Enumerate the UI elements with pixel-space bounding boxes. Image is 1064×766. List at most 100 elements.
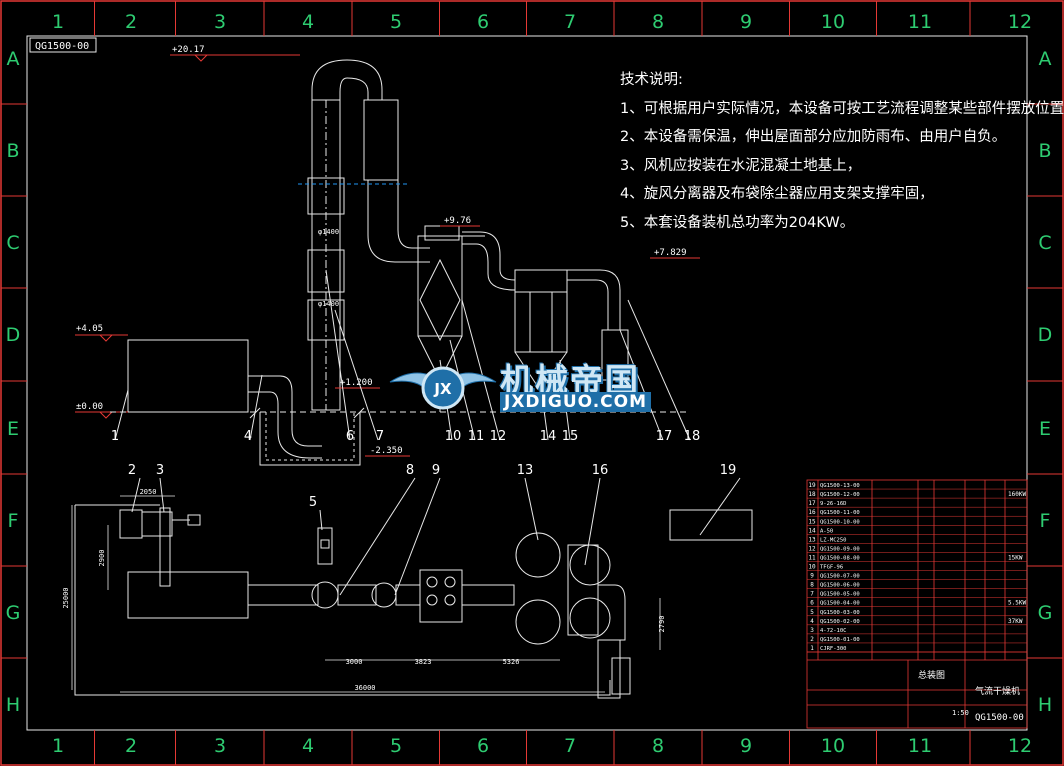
note-item: 5、本套设备装机总功率为204KW。 [620, 214, 855, 231]
bom-number: 7 [810, 591, 814, 598]
bom-table [806, 479, 1028, 729]
column-label-bottom: 10 [821, 735, 845, 757]
elevation-mark: +1.200 [340, 378, 373, 388]
bom-number: 11 [808, 554, 816, 561]
row-label-right: E [1039, 418, 1051, 440]
title-block: 总装图 气流干燥机 QG1500-00 1:50 [918, 669, 1024, 723]
bom-number: 16 [808, 509, 816, 516]
elevation-mark: ±0.00 [76, 402, 103, 412]
row-label-right: B [1038, 140, 1051, 162]
part-number: 12 [490, 429, 507, 444]
elevation-view [75, 54, 700, 466]
bom-number: 5 [810, 609, 814, 616]
elevation-mark: +7.829 [654, 248, 687, 258]
watermark-logo-text: JX [433, 380, 452, 398]
watermark: JX 机械帝国 JXDIGUO.COM [388, 352, 688, 420]
title-header: 总装图 [918, 669, 945, 681]
elevation-marks: +20.17+9.76+7.829+4.05+1.200±0.00-2.350 [76, 45, 687, 456]
row-label-left: A [7, 48, 20, 70]
dimension-value: 36000 [354, 684, 375, 692]
title-scale: 1:50 [952, 709, 969, 717]
bom-number: 3 [810, 627, 814, 634]
plan-view [74, 477, 753, 699]
part-number: 17 [656, 429, 673, 444]
column-label-top: 8 [652, 11, 664, 33]
bom-code: QG1500-08-00 [820, 555, 860, 561]
bom-code: QG1500-13-00 [820, 483, 860, 489]
dimension-value: 2900 [98, 550, 106, 567]
bom-code: QG1500-02-00 [820, 619, 860, 625]
bom-number: 19 [808, 482, 816, 489]
column-label-top: 1 [52, 11, 64, 33]
bom-code: CJRF-300 [820, 646, 847, 652]
column-label-bottom: 11 [908, 735, 932, 757]
column-label-top: 9 [740, 11, 752, 33]
bom-power: 37KW [1008, 618, 1023, 625]
bom-code: 4-72-10C [820, 628, 847, 634]
bom-number: 4 [810, 618, 814, 625]
bom-code: LZ-MC250 [820, 537, 847, 543]
part-number: 8 [406, 463, 414, 478]
bom-number: 17 [808, 500, 816, 507]
column-label-top: 5 [390, 11, 402, 33]
bom-power: 160KW [1008, 491, 1026, 498]
column-label-top: 11 [908, 11, 932, 33]
part-number: 10 [445, 429, 462, 444]
bom-code: QG1500-09-00 [820, 546, 860, 552]
bom-code: TFGF-96 [820, 565, 843, 571]
part-number: 5 [309, 495, 317, 510]
bom-number: 12 [808, 545, 816, 552]
row-label-left: F [8, 510, 19, 532]
column-label-top: 3 [214, 11, 226, 33]
row-label-right: D [1038, 324, 1053, 346]
part-number: 7 [376, 429, 384, 444]
column-label-bottom: 5 [390, 735, 402, 757]
part-number: 6 [346, 429, 354, 444]
part-number: 15 [562, 429, 579, 444]
dimension-value: 2790 [658, 616, 666, 633]
part-number: 3 [156, 463, 164, 478]
elevation-mark: -2.350 [370, 446, 403, 456]
watermark-en: JXDIGUO.COM [500, 392, 652, 412]
row-label-right: A [1039, 48, 1052, 70]
bom-code: QG1500-03-00 [820, 610, 860, 616]
dimension-value: 5326 [503, 658, 520, 666]
dimension-value: 2050 [140, 488, 157, 496]
bom-number: 15 [808, 518, 816, 525]
bom-number: 9 [810, 573, 814, 580]
row-label-right: H [1038, 694, 1052, 716]
bom-code: QG1500-11-00 [820, 510, 860, 516]
note-item: 2、本设备需保温，伸出屋面部分应加防雨布、由用户自负。 [620, 129, 1007, 145]
column-label-bottom: 1 [52, 735, 64, 757]
row-label-left: C [6, 232, 19, 254]
bom-code: QG1500-10-00 [820, 519, 860, 525]
bom-code: QG1500-05-00 [820, 592, 860, 598]
elevation-mark: +4.05 [76, 324, 103, 334]
column-label-bottom: 9 [740, 735, 752, 757]
bom-number: 14 [808, 527, 816, 534]
dimension-value: 3823 [415, 658, 432, 666]
part-number: 18 [684, 429, 701, 444]
bom-code: A-50 [820, 528, 833, 534]
column-label-bottom: 3 [214, 735, 226, 757]
row-label-right: G [1038, 602, 1053, 624]
row-label-left: G [6, 602, 21, 624]
bom-code: QG1500-07-00 [820, 574, 860, 580]
bom-code: QG1500-12-00 [820, 492, 860, 498]
note-item: 1、可根据用户实际情况，本设备可按工艺流程调整某些部件摆放位置。 [620, 100, 1064, 117]
column-label-bottom: 12 [1008, 735, 1032, 757]
note-item: 4、旋风分离器及布袋除尘器应用支架支撑牢固， [620, 186, 934, 202]
plan-dimension-values: 2050 2900 25000 3000 3823 5326 2790 36000 [62, 488, 666, 692]
bom-code: QG1500-01-00 [820, 637, 860, 643]
plan-dimensions [71, 495, 661, 693]
bom-number: 13 [808, 536, 816, 543]
column-label-top: 6 [477, 11, 489, 33]
bom-number: 8 [810, 582, 814, 589]
part-number: 9 [432, 463, 440, 478]
dimension-value: 25000 [62, 587, 70, 608]
dimension-value: 3000 [346, 658, 363, 666]
